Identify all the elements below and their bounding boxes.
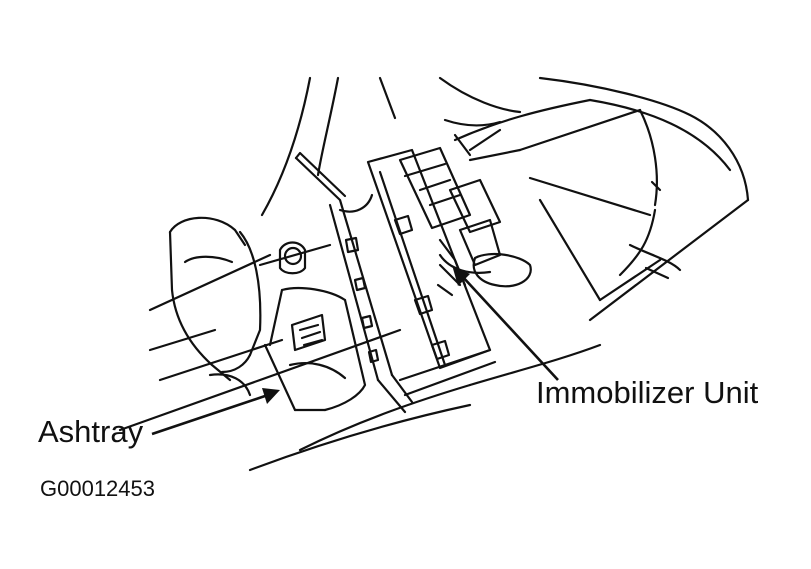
console-surround	[118, 216, 602, 472]
immobilizer-unit	[398, 118, 532, 297]
center-bezel	[294, 151, 414, 414]
immobilizer-unit-label: Immobilizer Unit	[536, 375, 759, 410]
figure-id: G00012453	[40, 476, 155, 501]
ashtray-assembly	[258, 241, 367, 412]
center-panel	[366, 148, 497, 397]
dashboard-outline	[260, 76, 750, 322]
ashtray-leader-arrow	[151, 388, 280, 436]
immobilizer-leader-arrow	[452, 265, 559, 381]
ashtray-label: Ashtray	[38, 414, 144, 449]
